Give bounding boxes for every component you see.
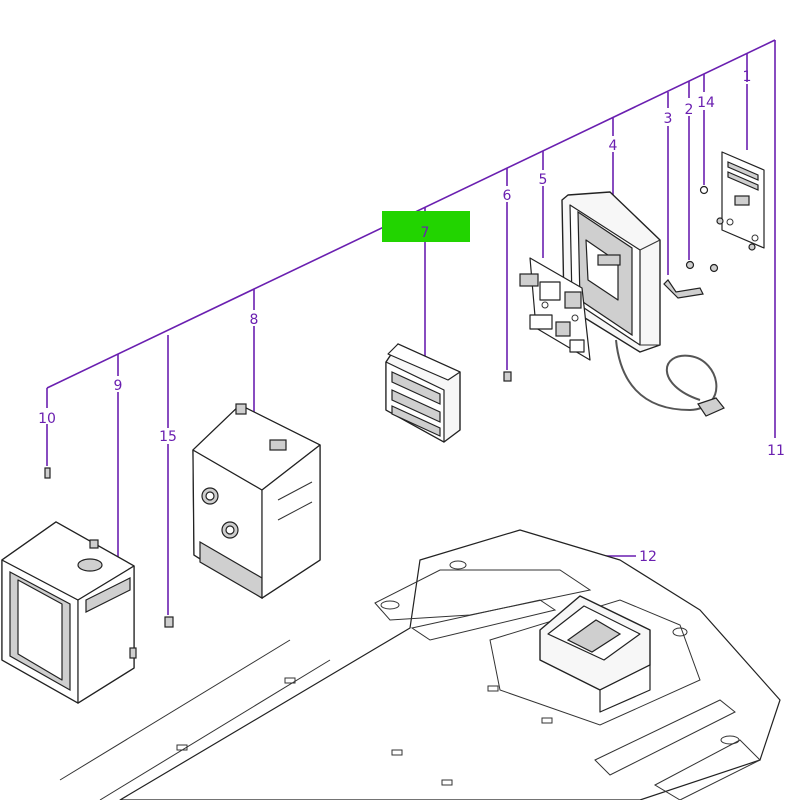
callout-leader-lines: [46, 39, 776, 615]
highlight-box-7[interactable]: [382, 211, 470, 242]
part-2-screws[interactable]: [685, 217, 756, 273]
part-11-cable[interactable]: [615, 339, 725, 417]
callout-15[interactable]: 15: [159, 429, 177, 445]
callout-labels: 1 2 14 3 4 5 6 7 8 9 10 15 11 12: [38, 69, 785, 565]
part-4-enclosure[interactable]: [561, 191, 661, 353]
callout-3[interactable]: 3: [664, 111, 673, 127]
part-6-screw[interactable]: [503, 371, 512, 382]
callout-1[interactable]: 1: [743, 69, 752, 85]
part-3-lever[interactable]: [663, 279, 704, 299]
callout-4[interactable]: 4: [609, 138, 618, 154]
callout-12[interactable]: 12: [639, 549, 657, 565]
part-9-cover-frame[interactable]: [1, 521, 137, 704]
part-5-circuit-board[interactable]: [519, 257, 591, 361]
part-15-screw[interactable]: [164, 616, 174, 628]
callout-14[interactable]: 14: [697, 95, 715, 111]
part-14-washer[interactable]: [699, 185, 709, 195]
callout-11[interactable]: 11: [767, 443, 785, 459]
callout-6[interactable]: 6: [503, 188, 512, 204]
callout-5[interactable]: 5: [539, 172, 548, 188]
part-10-pin[interactable]: [44, 467, 51, 479]
part-8-motor-unit[interactable]: [192, 403, 321, 600]
callout-2[interactable]: 2: [685, 102, 694, 118]
callout-9[interactable]: 9: [114, 378, 123, 394]
part-12-base-tray[interactable]: [59, 529, 781, 800]
callout-10[interactable]: 10: [38, 411, 56, 427]
callout-8[interactable]: 8: [250, 312, 259, 328]
callout-7[interactable]: 7: [421, 225, 430, 241]
part-1-bracket-plate[interactable]: [721, 151, 765, 249]
part-7-module[interactable]: [385, 343, 461, 443]
